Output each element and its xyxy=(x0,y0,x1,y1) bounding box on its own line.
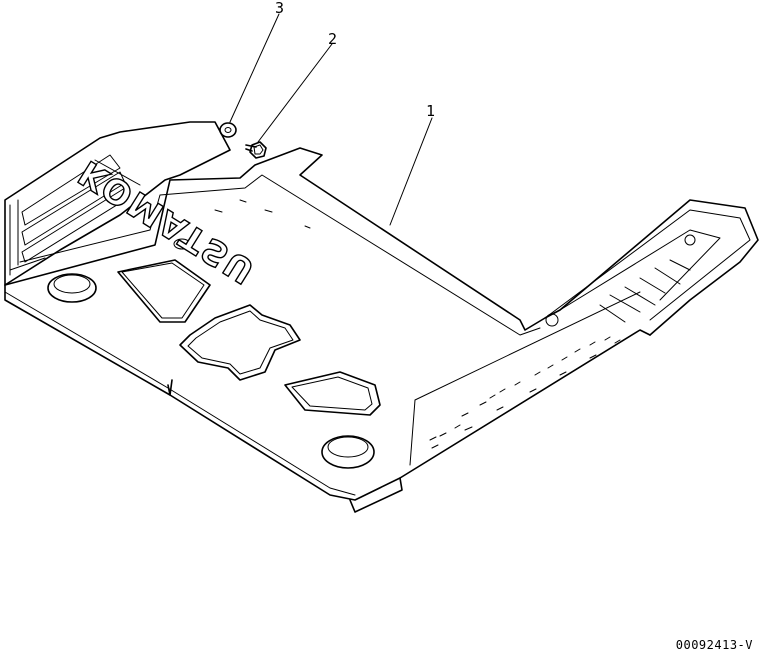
leader-1 xyxy=(389,117,433,226)
left-ribs xyxy=(9,154,141,276)
leader-2 xyxy=(257,43,333,143)
leader-3 xyxy=(229,13,280,123)
callout-label-1: 1 xyxy=(426,102,435,120)
callout-label-2: 2 xyxy=(328,30,337,48)
callout-label-3: 3 xyxy=(275,0,284,17)
drawing-number: 00092413-V xyxy=(675,638,753,652)
washer xyxy=(219,122,237,138)
bolt xyxy=(245,141,267,159)
inspection-cover xyxy=(179,304,301,381)
callout-leaders xyxy=(229,13,433,226)
embossed-marks xyxy=(429,336,621,449)
floor-mat: KOMATSU xyxy=(4,121,759,513)
logo-text: KOMATSU xyxy=(72,152,263,292)
